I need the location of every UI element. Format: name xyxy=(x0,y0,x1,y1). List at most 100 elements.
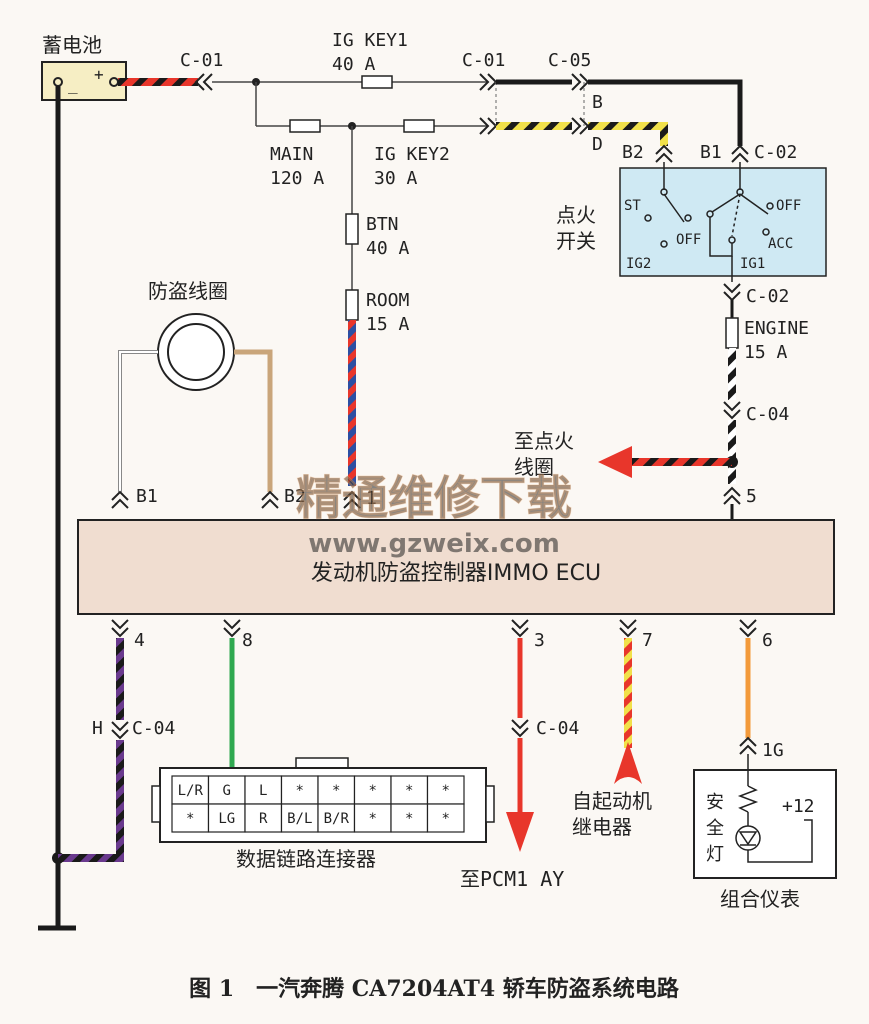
ecu-label: 发动机防盗控制器IMMO ECU xyxy=(311,561,601,586)
dlc-right-latch xyxy=(485,785,495,823)
ignition-switch-label-1: 点火 xyxy=(556,203,596,227)
ecu-pin-b2-label: B2 xyxy=(284,486,306,507)
dlc-pin-label: LG xyxy=(218,811,235,827)
dlc-pin-label: * xyxy=(369,783,377,799)
switch-left-pivot xyxy=(684,214,692,222)
switch-off-left-label: OFF xyxy=(676,232,701,248)
connector-ecu-pin5 xyxy=(723,486,741,505)
dlc-pin-cell xyxy=(426,775,465,805)
connector-c05-upper xyxy=(571,73,590,91)
dlc-pin-cell xyxy=(207,775,246,805)
dlc-label: 数据链路连接器 xyxy=(236,847,376,871)
c02-bottom-label: C-02 xyxy=(746,286,789,307)
wire-ecu4-to-c04 xyxy=(116,638,124,720)
battery-label: 蓄电池 xyxy=(42,33,102,57)
switch-ig2-label: IG2 xyxy=(626,256,651,272)
pcm-label: 至PCM1 AY xyxy=(460,867,564,891)
wire-coil-to-ecu-b2 xyxy=(234,349,273,492)
ecu-pin8-label: 8 xyxy=(242,630,253,651)
wire-to-ignition-coil xyxy=(628,458,732,466)
switch-right-arm-dashed xyxy=(731,193,741,237)
wire-to-switch-b2-horizontal xyxy=(588,122,664,130)
ecu-pin6-label: 6 xyxy=(762,630,773,651)
switch-right-arm-2 xyxy=(739,193,769,215)
arrow-to-ignition-coil xyxy=(598,446,632,478)
wire-c04-to-ecu5 xyxy=(728,420,736,484)
dlc-pin-label: R xyxy=(259,811,268,827)
wire-coil-to-ecu-b1-inner xyxy=(119,351,158,492)
dlc-pin-label: L xyxy=(259,783,267,799)
to-ignition-coil-line1: 至点火 xyxy=(514,429,574,453)
fuse-ig-key2-rating: 30 A xyxy=(374,168,418,189)
watermark-title: 精通维修下载 xyxy=(296,471,572,525)
wire-room-to-ecu1 xyxy=(348,320,356,486)
dlc-pin-cell xyxy=(353,803,392,833)
dlc-pin-label: B/L xyxy=(287,811,312,827)
fuse-btn xyxy=(345,213,359,245)
pin-b1-switch-label: B1 xyxy=(700,142,722,163)
security-lamp-diode xyxy=(738,831,758,846)
connector-c04-pcm xyxy=(511,719,529,738)
arrow-to-pcm xyxy=(506,812,534,852)
fuse-room-name: ROOM xyxy=(366,290,410,311)
fuse-engine-rating: 15 A xyxy=(744,342,788,363)
connector-c04-left xyxy=(111,721,129,740)
connector-c02-top-b2 xyxy=(655,144,673,163)
connector-ecu-pin-b1 xyxy=(111,490,129,509)
fuse-ig-key2-name: IG KEY2 xyxy=(374,144,450,165)
ignition-switch-box xyxy=(619,167,827,277)
cluster-lamp-text-1: 安 xyxy=(706,792,724,813)
fuse-main xyxy=(289,119,321,133)
dlc-pin-label: * xyxy=(442,783,450,799)
wire-c04-to-ground-vertical xyxy=(116,740,124,858)
dlc-pin-label: * xyxy=(369,811,377,827)
ignition-switch-label-2: 开关 xyxy=(556,229,596,253)
fuse-room xyxy=(345,289,359,321)
connector-c05-lower xyxy=(571,117,590,135)
ecu-pin-b1-label: B1 xyxy=(136,486,158,507)
fuse-engine xyxy=(725,317,739,349)
ecu-pin1-label: 1 xyxy=(366,488,377,509)
connector-ecu-pin6 xyxy=(739,619,757,638)
dlc-pin-cell xyxy=(171,775,210,805)
wire-engine-to-c04 xyxy=(728,348,736,400)
dlc-pin-cell xyxy=(280,803,319,833)
dlc-pin-label: * xyxy=(296,783,304,799)
figure-caption: 图 1 一汽奔腾 CA7204AT4 轿车防盗系统电路 xyxy=(189,976,680,1002)
connector-c02-bottom xyxy=(723,283,741,302)
coil-label: 防盗线圈 xyxy=(148,279,228,303)
switch-st-label: ST xyxy=(624,198,641,214)
fuse-btn-name: BTN xyxy=(366,214,399,235)
fuse-room-rating: 15 A xyxy=(366,314,410,335)
starter-relay-line2: 继电器 xyxy=(572,815,632,839)
connector-c01-left xyxy=(194,73,213,91)
switch-ig1-link xyxy=(709,217,733,257)
cluster-pin-label: 1G xyxy=(762,740,784,761)
switch-off-contact xyxy=(766,202,774,210)
starter-relay-line1: 自起动机 xyxy=(572,789,652,813)
c01-left-label: C-01 xyxy=(180,50,223,71)
pin-b-label: B xyxy=(592,92,603,113)
switch-acc-label: ACC xyxy=(768,236,793,252)
dlc-pin-cell xyxy=(426,803,465,833)
connector-ecu-pin7 xyxy=(619,619,637,638)
ecu-pin3-label: 3 xyxy=(534,630,545,651)
fuse-ig-key1-name: IG KEY1 xyxy=(332,30,408,51)
wire-battery-positive xyxy=(118,78,198,86)
cluster-lamp-text-3: 灯 xyxy=(706,844,724,865)
arrow-to-starter-relay xyxy=(614,742,642,784)
connector-ecu-pin4 xyxy=(111,619,129,638)
battery-minus: _ xyxy=(68,75,78,94)
dlc-pin-cell xyxy=(207,803,246,833)
ecu-pin7-label: 7 xyxy=(642,630,653,651)
dlc-pin-cell xyxy=(390,775,429,805)
dlc-pin-cell xyxy=(317,803,356,833)
ecu-box xyxy=(77,519,835,615)
dlc-pin-label: * xyxy=(405,811,413,827)
wire-c04-to-ground-horizontal xyxy=(58,854,124,862)
ecu-pin4-label: 4 xyxy=(134,630,145,651)
fuse-main-rating: 120 A xyxy=(270,168,324,189)
